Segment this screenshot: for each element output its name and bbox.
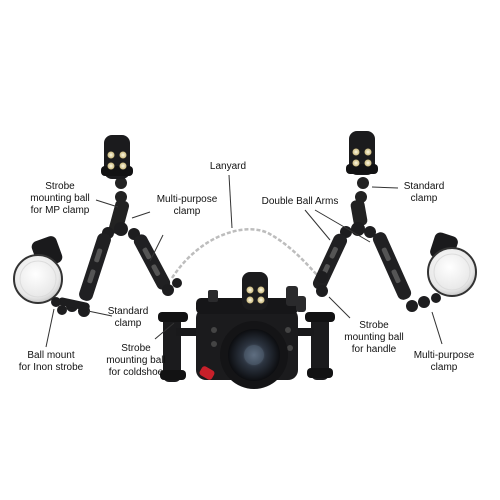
leader-handle: [328, 296, 351, 319]
leader-dba-right: [314, 209, 371, 243]
label-line: Ball mount: [27, 350, 75, 361]
leader-mp-left: [131, 211, 151, 219]
leader-lines: [45, 174, 443, 348]
label-line: Strobe: [45, 181, 75, 192]
lanyard-chain: [170, 228, 319, 279]
label-double-ball-arms-text: Double Ball Arms: [261, 196, 339, 207]
label-line: Multi-purpose: [156, 194, 218, 205]
right-side-strobe: [427, 232, 477, 297]
label-strobe-mp-clamp: Strobe mounting ball for MP clamp: [22, 181, 98, 217]
label-line: for Inon strobe: [18, 362, 84, 373]
left-arm-assembly: [57, 177, 182, 317]
leader-std-top-right: [371, 186, 399, 189]
label-line: mounting ball: [30, 193, 90, 204]
label-line: Strobe: [359, 320, 389, 331]
label-line: Multi-purpose: [413, 350, 475, 361]
left-side-strobe: [13, 236, 63, 307]
label-line: clamp: [173, 206, 201, 217]
right-arm-assembly: [312, 177, 441, 312]
leader-mp-right: [431, 311, 443, 345]
label-line: for handle: [351, 344, 397, 355]
leader-lanyard: [228, 174, 233, 229]
leader-mp-left-2: [149, 234, 164, 262]
leader-std-left: [87, 310, 113, 317]
left-standard-clamp: [57, 297, 90, 317]
label-line: for MP clamp: [30, 205, 90, 216]
label-line: mounting ball: [106, 355, 166, 366]
label-line: clamp: [410, 193, 438, 204]
label-strobe-handle: Strobe mounting ball for handle: [336, 320, 412, 356]
label-strobe-coldshoe: Strobe mounting ball for coldshoe: [98, 343, 174, 379]
label-standard-clamp-top-right: Standard clamp: [393, 181, 455, 205]
right-top-strobe: [346, 131, 378, 175]
right-mp-clamp: [406, 293, 441, 312]
label-line: Standard: [107, 306, 149, 317]
label-line: clamp: [430, 362, 458, 373]
label-mp-clamp-left: Multi-purpose clamp: [146, 194, 228, 218]
leader-dba-left: [304, 209, 331, 241]
label-mp-clamp-right: Multi-purpose clamp: [404, 350, 484, 374]
label-line: mounting ball: [344, 332, 404, 343]
label-line: Standard: [403, 181, 445, 192]
camera-housing: [158, 272, 335, 389]
label-line: clamp: [114, 318, 142, 329]
label-lanyard: Lanyard: [206, 161, 250, 173]
label-ball-mount-inon: Ball mount for Inon strobe: [12, 350, 90, 374]
label-lanyard-text: Lanyard: [209, 161, 247, 172]
label-standard-clamp-left: Standard clamp: [100, 306, 156, 330]
label-double-ball-arms: Double Ball Arms: [250, 196, 350, 208]
left-top-strobe: [101, 135, 133, 179]
leader-coldshoe: [154, 322, 175, 340]
label-line: for coldshoe: [108, 367, 164, 378]
coldshoe-strobe: [242, 272, 268, 310]
leader-strobe-mp: [95, 199, 119, 208]
label-line: Strobe: [121, 343, 151, 354]
leader-ball-inon: [45, 308, 55, 348]
